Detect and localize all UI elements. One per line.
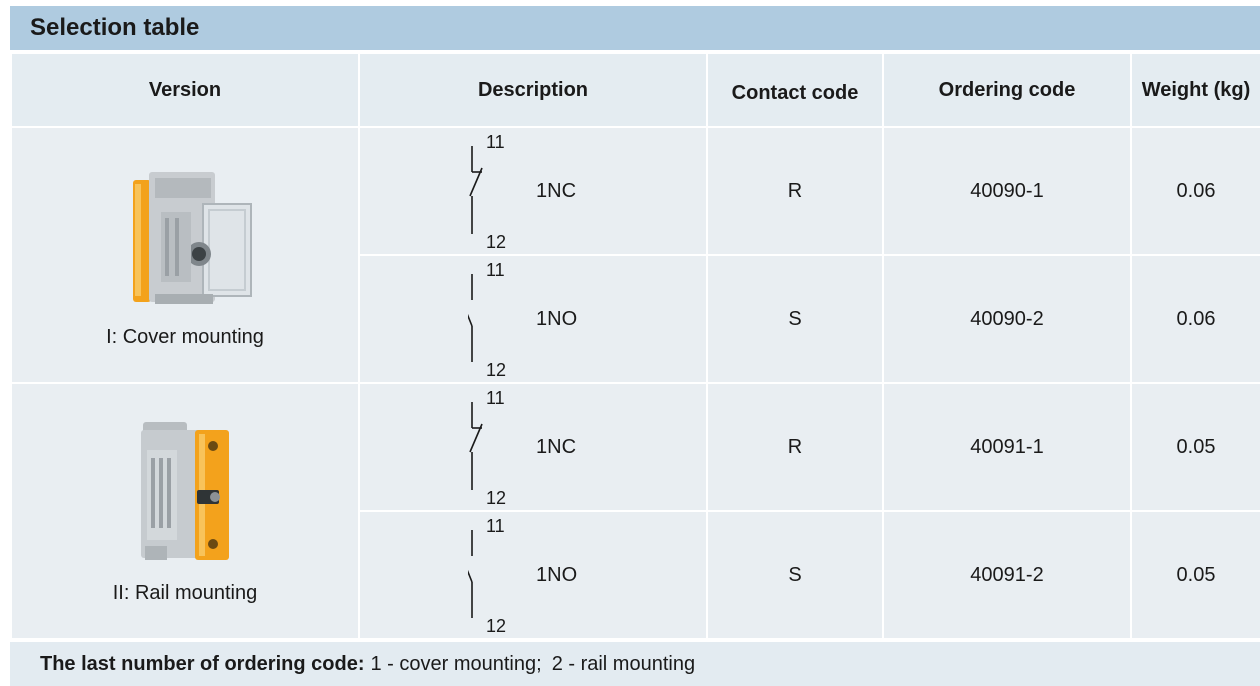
- weight-cell: 0.05: [1130, 510, 1260, 640]
- ordering-code-cell: 40091-1: [882, 382, 1132, 512]
- rail-mounting-contact-block: [141, 421, 229, 560]
- table-row: 11 12 1NO S 40090-2 0.06: [11, 254, 1260, 384]
- footer-note: The last number of ordering code: 1 - co…: [10, 642, 1260, 686]
- contact-type: 1NC: [536, 436, 577, 458]
- contact-type: 1NO: [536, 564, 578, 586]
- footer-note-label: The last number of ordering code:: [40, 652, 365, 675]
- contact-type: 1NO: [536, 308, 578, 330]
- contact-code-cell: S: [706, 510, 884, 640]
- weight-cell: 0.05: [1130, 382, 1260, 512]
- table-row: I: Cover mounting 11 12 1NC: [10, 126, 1260, 384]
- version-cell-cover: I: Cover mounting: [10, 126, 360, 384]
- ordering-code-cell: 40090-1: [882, 126, 1132, 256]
- nc-contact-icon: [469, 146, 483, 234]
- cover-mounting-contact-block: [133, 171, 252, 304]
- column-header-contact-code: Contact code: [706, 52, 884, 128]
- contact-code-cell: R: [706, 382, 884, 512]
- column-header-ordering-code: Ordering code: [882, 52, 1132, 128]
- version-label-rail: II: Rail mounting: [112, 581, 258, 604]
- table-row: 11 12 1NO S 40091-2 0.05: [11, 510, 1260, 640]
- terminal-bottom-label: 12: [486, 232, 507, 252]
- version-cell-rail: II: Rail mounting: [10, 382, 360, 640]
- terminal-top-label: 11: [486, 388, 505, 408]
- description-cell: 11 12 1NC: [358, 382, 708, 512]
- ordering-code-cell: 40091-2: [882, 510, 1132, 640]
- table-header-row: Version Description Contact code Orderin…: [10, 52, 1260, 128]
- contact-code-cell: R: [706, 126, 884, 256]
- terminal-top-label: 11: [486, 132, 505, 152]
- no-contact-icon: [468, 530, 473, 618]
- selection-table: Version Description Contact code Orderin…: [10, 52, 1260, 640]
- contact-type: 1NC: [536, 180, 577, 202]
- footer-note-cover: 1 - cover mounting;: [370, 652, 542, 675]
- weight-cell: 0.06: [1130, 254, 1260, 384]
- terminal-bottom-label: 12: [486, 616, 507, 636]
- ordering-code-cell: 40090-2: [882, 254, 1132, 384]
- terminal-bottom-label: 12: [486, 360, 507, 380]
- description-cell: 11 12 1NC: [358, 126, 708, 256]
- page-title: Selection table: [10, 6, 1260, 50]
- contact-code-cell: S: [706, 254, 884, 384]
- description-cell: 11 12 1NO: [358, 254, 708, 384]
- terminal-top-label: 11: [486, 260, 505, 280]
- version-label-cover: I: Cover mounting: [106, 325, 264, 348]
- terminal-bottom-label: 12: [486, 488, 507, 508]
- no-contact-icon: [468, 274, 473, 362]
- column-header-version: Version: [10, 52, 360, 128]
- table-row: II: Rail mounting 11 12 1NC: [10, 382, 1260, 640]
- footer-note-rail: 2 - rail mounting: [551, 652, 696, 675]
- nc-contact-icon: [469, 402, 483, 490]
- weight-cell: 0.06: [1130, 126, 1260, 256]
- description-cell: 11 12 1NO: [358, 510, 708, 640]
- column-header-description: Description: [358, 52, 708, 128]
- terminal-top-label: 11: [486, 516, 505, 536]
- column-header-weight: Weight (kg): [1130, 52, 1260, 128]
